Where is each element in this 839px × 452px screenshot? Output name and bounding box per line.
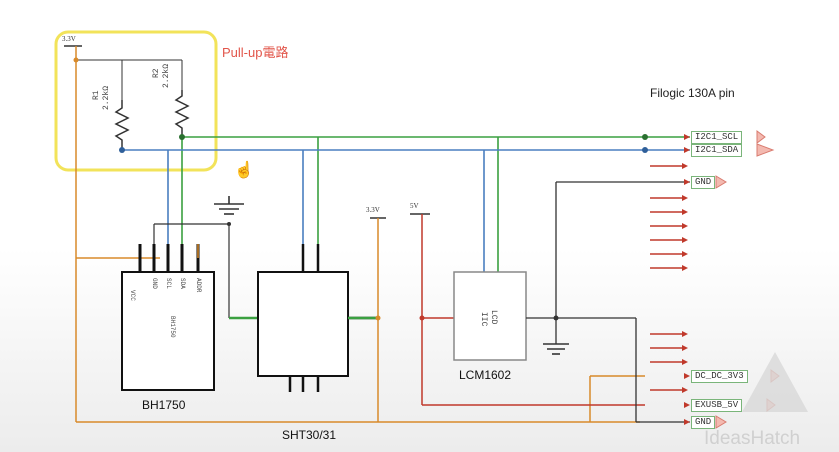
watermark-text: IdeasHatch: [704, 428, 801, 449]
resistor-r1-value: 2.2kΩ: [102, 85, 111, 110]
resistor-r2-ref: R2: [152, 68, 161, 78]
rail-3v3-top: [64, 45, 183, 422]
pullup-label: Pull-up電路: [222, 45, 289, 60]
pin-exusb-5v: EXUSB_5V: [691, 399, 743, 412]
ground-symbol-top: [214, 196, 244, 215]
bh1750-chip-inner-label: BH1750: [169, 316, 176, 338]
lcm-chip-label: LCM1602: [459, 368, 512, 382]
rail-label-5v: 5V: [410, 202, 419, 210]
sht-chip-label: SHT30/31: [282, 428, 337, 442]
lcm-chip-inner-lcd: LCD: [489, 310, 498, 325]
resistor-r1: [114, 100, 130, 150]
ground-symbol-lcm: [543, 343, 569, 355]
bh1750-pin-scl: SCL: [165, 278, 172, 289]
lcm-chip-body: [453, 271, 527, 361]
pin-dc-dc-3v3: DC_DC_3V3: [691, 370, 748, 383]
bh1750-pin-gnd: GND: [151, 278, 158, 289]
rail-label-3v3-top: 3.3V: [62, 35, 76, 43]
bh1750-pin-vcc: VCC: [129, 290, 136, 301]
mcu-pin-stubs-bottom: [650, 333, 682, 391]
bh1750-pin-sda: SDA: [179, 278, 186, 289]
hand-cursor-icon: ☝: [234, 162, 254, 179]
pin-i2c1-scl: I2C1_SCL: [691, 131, 743, 144]
lcm-chip-inner-iic: IIC: [479, 312, 488, 327]
pin-gnd-bottom: GND: [691, 416, 716, 429]
mcu-title: Filogic 130A pin: [650, 86, 735, 100]
scl-bus: [181, 136, 690, 272]
bh1750-chip-label: BH1750: [142, 398, 186, 412]
resistor-r2-value: 2.2kΩ: [162, 63, 171, 88]
resistor-r2: [174, 90, 190, 137]
watermark-logo-icon: [742, 352, 808, 412]
rail-label-3v3-mid: 3.3V: [366, 206, 380, 214]
pullup-highlight-box: [54, 30, 218, 172]
pin-gnd-top: GND: [691, 176, 716, 189]
mcu-pin-stubs-top: [650, 165, 682, 269]
pin-i2c1-sda: I2C1_SDA: [691, 144, 743, 157]
bh1750-pin-addr: ADDR: [195, 278, 202, 293]
resistor-r1-ref: R1: [92, 90, 101, 100]
sht-chip-body: [257, 271, 349, 377]
